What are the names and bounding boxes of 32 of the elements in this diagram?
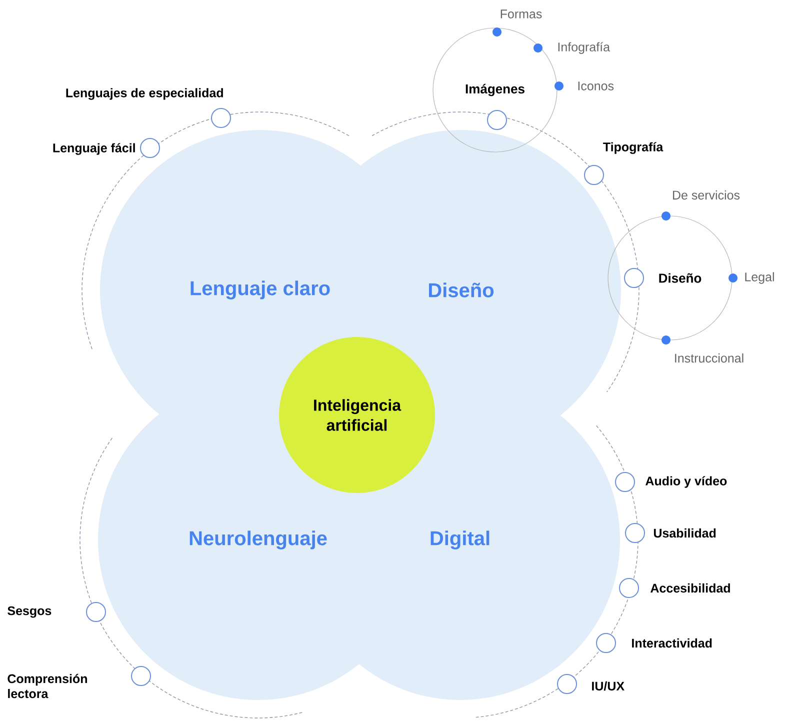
marker-label: Interactividad — [632, 638, 712, 648]
marker-label: Audio y vídeo — [646, 476, 727, 488]
marker-label: De servicios — [673, 190, 740, 200]
ring-marker — [624, 268, 644, 288]
marker-label: Instruccional — [675, 353, 744, 363]
dot-marker — [492, 28, 502, 36]
node-label: Digital — [430, 530, 490, 550]
marker-label: Usabilidad — [654, 528, 716, 538]
dot-marker — [554, 82, 564, 90]
marker-label: Lenguajes de especialidad — [66, 88, 223, 100]
ring-marker — [86, 602, 106, 622]
dot-marker — [662, 212, 670, 220]
ring-marker — [487, 110, 507, 130]
ring-marker — [557, 674, 577, 694]
ring-marker — [619, 578, 639, 598]
dot-marker — [662, 336, 670, 344]
ring-marker — [615, 472, 635, 492]
dot-marker — [534, 44, 542, 52]
marker-label: Accesibilidad — [650, 583, 730, 593]
ring-marker — [625, 523, 645, 543]
marker-label: Formas — [500, 10, 542, 18]
ring-marker — [584, 165, 604, 185]
ring-marker — [596, 633, 616, 653]
ring-marker — [140, 138, 160, 158]
node-label: Diseño — [429, 282, 494, 298]
ring-marker — [211, 108, 231, 128]
dot-marker — [728, 274, 738, 282]
marker-label: Infografía — [558, 42, 610, 54]
marker-label: Sesgos — [8, 606, 52, 618]
marker-label: Legal — [745, 272, 774, 284]
marker-label: Iconos — [578, 82, 614, 90]
ring-marker — [131, 666, 151, 686]
